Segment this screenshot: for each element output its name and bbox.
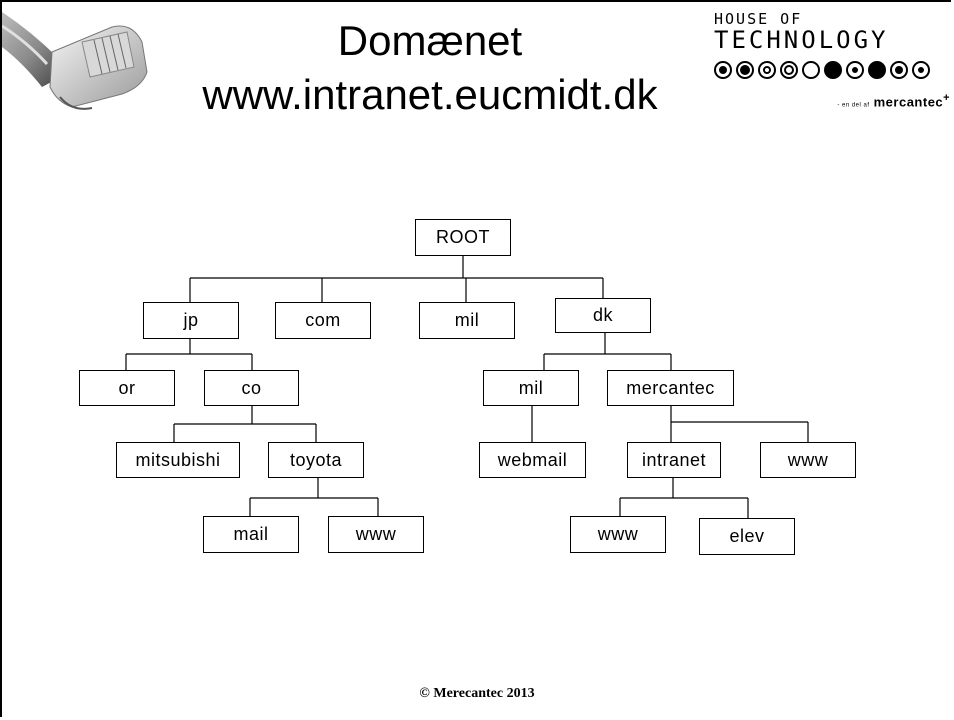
logo-sub-brand: mercantec [873, 94, 944, 110]
title-line-2: www.intranet.eucmidt.dk [202, 71, 658, 118]
node-mercantec: mercantec [607, 370, 734, 406]
logo-line-1: HOUSE OF [714, 10, 803, 28]
edge-intranet [619, 478, 749, 518]
edge-toyota [249, 478, 379, 516]
edge-root [189, 256, 604, 302]
edge-co [173, 406, 317, 442]
node-root: ROOT [415, 219, 511, 256]
edge-mercantec [670, 406, 809, 442]
node-toyota: toyota [268, 442, 364, 478]
slide-title: Domænet www.intranet.eucmidt.dk [150, 14, 710, 122]
logo-sub-small: - en del af [837, 102, 870, 109]
node-elev: elev [699, 518, 795, 555]
node-intranet: intranet [627, 442, 721, 478]
title-line-1: Domænet [337, 17, 523, 64]
node-dk: dk [555, 298, 651, 333]
node-mil: mil [419, 302, 515, 339]
network-cable-icon [2, 12, 148, 110]
node-intranet-www: www [570, 516, 666, 553]
logo-subline: - en del af mercantec+ [837, 92, 950, 109]
logo-sub-mark: + [943, 92, 950, 104]
node-or: or [79, 370, 175, 406]
logo-line-2: TECHNOLOGY [714, 26, 889, 54]
node-mitsubishi: mitsubishi [116, 442, 240, 478]
copyright-footer: © Merecantec 2013 [419, 686, 535, 701]
node-toyota-www: www [328, 516, 424, 553]
edge-jp [125, 339, 253, 370]
node-com: com [275, 302, 371, 339]
node-webmail: webmail [479, 442, 586, 478]
node-mail: mail [203, 516, 299, 553]
node-co: co [204, 370, 299, 406]
logo-dots-icon [714, 61, 930, 79]
house-of-technology-logo: HOUSE OF TECHNOLOGY - en del af mercante… [712, 10, 952, 120]
node-jp: jp [143, 302, 239, 339]
node-mercantec-www: www [760, 442, 856, 478]
edge-dk [543, 332, 672, 370]
node-dk-mil: mil [483, 370, 579, 406]
